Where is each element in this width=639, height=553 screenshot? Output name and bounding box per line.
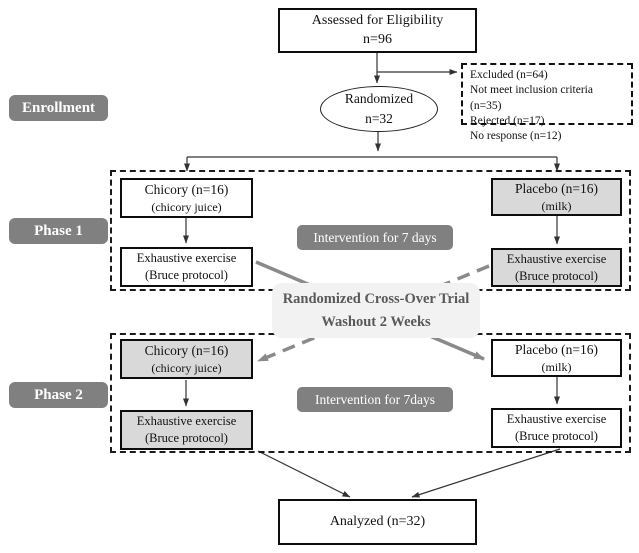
phase1-exercise-left-title: Exhaustive exercise xyxy=(136,251,237,266)
washout-line1: Randomized Cross-Over Trial xyxy=(282,290,470,307)
phase2-placebo-title: Placebo (n=16) xyxy=(515,341,598,357)
phase1-exercise-left-sub: (Bruce protocol) xyxy=(145,268,228,282)
analyzed-box: Analyzed (n=32) xyxy=(278,499,477,545)
washout-box: Randomized Cross-Over Trial Washout 2 We… xyxy=(272,283,480,338)
excluded-line: Rejected (n=17) xyxy=(470,114,545,127)
phase1-chicory-title: Chicory (n=16) xyxy=(144,181,229,197)
arrow-left-to-analyzed xyxy=(257,450,351,498)
phase1-intervention-label: Intervention for 7 days xyxy=(297,225,453,250)
assessed-box: Assessed for Eligibility n=96 xyxy=(278,8,477,53)
phase1-exercise-left-box: Exhaustive exercise (Bruce protocol) xyxy=(120,247,253,287)
phase1-chicory-box: Chicory (n=16) (chicory juice) xyxy=(120,178,253,218)
phase2-exercise-left-sub: (Bruce protocol) xyxy=(145,431,228,445)
phase2-placebo-sub: (milk) xyxy=(541,360,572,375)
phase2-exercise-right-box: Exhaustive exercise (Bruce protocol) xyxy=(491,408,622,448)
excluded-line: No response (n=12) xyxy=(470,130,562,143)
randomized-ellipse: Randomized n=32 xyxy=(320,86,438,132)
phase1-placebo-title: Placebo (n=16) xyxy=(515,180,598,196)
arrow-right-to-analyzed xyxy=(411,448,561,498)
phase1-placebo-sub: (milk) xyxy=(541,199,572,214)
phase2-intervention-label: Intervention for 7days xyxy=(297,387,453,412)
excluded-box: Excluded (n=64) Not meet inclusion crite… xyxy=(461,63,633,142)
analyzed-title: Analyzed (n=32) xyxy=(329,513,426,529)
assessed-title: Assessed for Eligibility xyxy=(311,12,444,28)
phase1-label: Phase 1 xyxy=(9,218,108,244)
randomized-title: Randomized xyxy=(344,90,414,106)
phase2-chicory-box: Chicory (n=16) (chicory juice) xyxy=(120,339,253,379)
assessed-count: n=96 xyxy=(363,31,392,47)
excluded-line: Not meet inclusion criteria (n=35) xyxy=(470,84,593,112)
phase1-placebo-box: Placebo (n=16) (milk) xyxy=(491,178,622,216)
phase1-chicory-sub: (chicory juice) xyxy=(151,200,222,215)
phase2-placebo-box: Placebo (n=16) (milk) xyxy=(491,339,622,377)
phase2-exercise-right-sub: (Bruce protocol) xyxy=(515,429,598,443)
phase1-exercise-right-sub: (Bruce protocol) xyxy=(515,268,598,283)
phase2-chicory-sub: (chicory juice) xyxy=(151,361,222,376)
phase2-exercise-right-title: Exhaustive exercise xyxy=(506,412,607,427)
washout-line2: Washout 2 Weeks xyxy=(321,313,431,330)
phase2-label: Phase 2 xyxy=(9,382,108,408)
enrollment-label: Enrollment xyxy=(9,95,108,121)
phase2-exercise-left-box: Exhaustive exercise (Bruce protocol) xyxy=(120,410,253,450)
phase2-exercise-left-title: Exhaustive exercise xyxy=(136,414,237,429)
randomized-count: n=32 xyxy=(365,111,393,126)
excluded-line: Excluded (n=64) xyxy=(470,69,548,81)
phase1-exercise-right-box: Exhaustive exercise (Bruce protocol) xyxy=(491,248,622,287)
phase2-chicory-title: Chicory (n=16) xyxy=(144,342,229,358)
phase1-exercise-right-title: Exhaustive exercise xyxy=(506,251,607,266)
